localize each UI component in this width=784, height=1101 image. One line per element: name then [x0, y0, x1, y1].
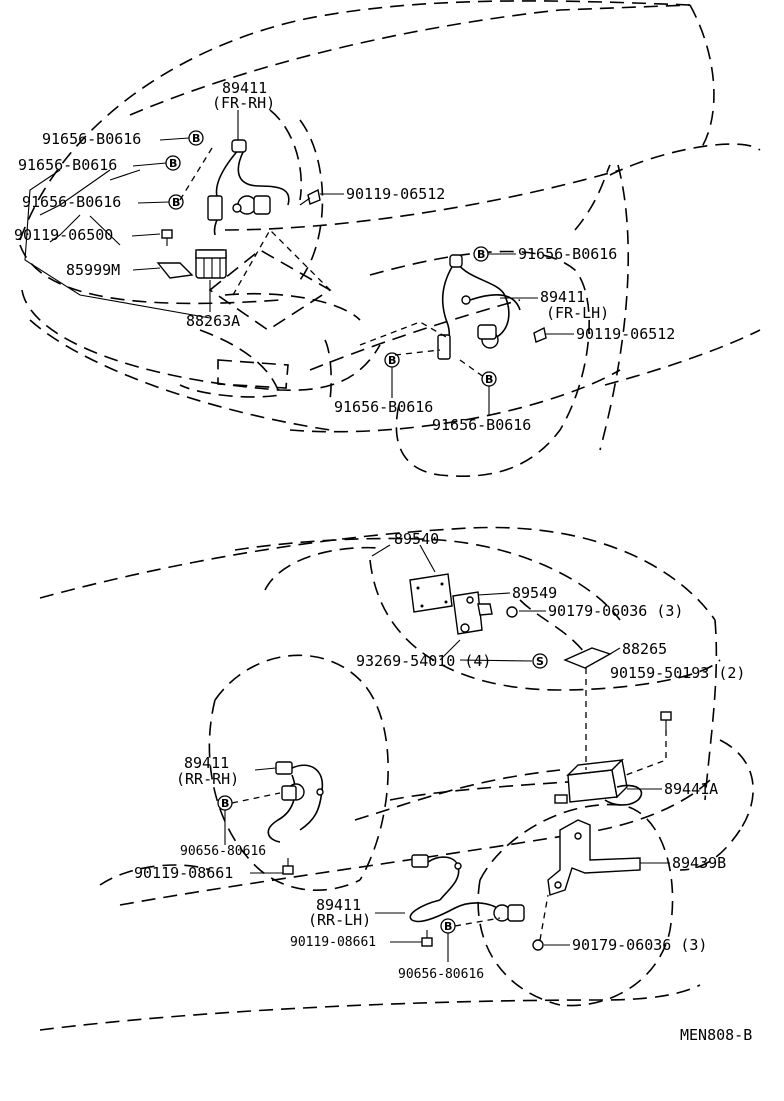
label-clip-2: 91656-B0616: [18, 156, 117, 174]
b-mark-front-5: B: [384, 352, 400, 368]
label-89549: 89549: [512, 584, 557, 602]
rear-dotted-guides: [231, 668, 667, 941]
label-85999M: 85999M: [66, 261, 120, 279]
label-fr-rh: (FR-RH): [212, 94, 275, 112]
label-89411-fr-rh: 89411: [222, 79, 267, 97]
label-bolt-90159-50193: 90159-50193 (2): [610, 664, 745, 682]
rear-hardware-icons: [282, 606, 672, 951]
label-88263A: 88263A: [186, 312, 240, 330]
rear-leader-lines: [224, 544, 670, 962]
svg-text:B: B: [388, 354, 396, 367]
label-clip-1: 91656-B0616: [42, 130, 141, 148]
b-mark-rear-1: B: [217, 795, 233, 811]
label-nut-90179-06036-a: 90179-06036 (3): [548, 602, 683, 620]
label-89540: 89540: [394, 530, 439, 548]
rear-car-outline: [39, 526, 754, 1031]
label-89439B: 89439B: [672, 854, 726, 872]
front-bracket-85999M: [156, 262, 194, 279]
label-clip-4: 91656-B0616: [518, 245, 617, 263]
label-89411-rr-lh: 89411: [316, 896, 361, 914]
front-leader-lines: [24, 110, 574, 416]
label-88265: 88265: [622, 640, 667, 658]
label-clip-90656-80616-rh: 90656-80616: [180, 844, 266, 859]
cover-88265: [563, 647, 612, 669]
label-bolt-90119-06512-rh: 90119-06512: [346, 185, 445, 203]
svg-text:B: B: [169, 157, 177, 170]
s-mark-rear: S: [532, 653, 548, 669]
b-mark-front-6: B: [481, 371, 497, 387]
label-rr-rh: (RR-RH): [176, 770, 239, 788]
label-clip-3: 91656-B0616: [22, 193, 121, 211]
label-bolt-90119-08661-lh: 90119-08661: [290, 935, 376, 950]
svg-text:B: B: [485, 373, 493, 386]
diagram-code: MEN808-B: [680, 1026, 752, 1044]
label-screw-93269-54010: 93269-54010 (4): [356, 652, 491, 670]
rr-rh-speed-sensor: [267, 761, 324, 843]
actuator-89441A: [554, 758, 643, 806]
b-mark-front-2: B: [165, 155, 181, 171]
label-89441A: 89441A: [664, 780, 718, 798]
label-rr-lh: (RR-LH): [308, 911, 371, 929]
bracket-89549: [452, 591, 493, 635]
label-89411-fr-lh: 89411: [540, 288, 585, 306]
label-bolt-90119-08661-rh: 90119-08661: [134, 864, 233, 882]
svg-text:B: B: [444, 920, 452, 933]
label-clip-5: 91656-B0616: [334, 398, 433, 416]
label-fr-lh: (FR-LH): [546, 304, 609, 322]
svg-text:S: S: [536, 655, 544, 668]
b-mark-front-3: B: [168, 194, 184, 210]
svg-text:B: B: [477, 248, 485, 261]
rr-lh-speed-sensor: [409, 854, 525, 923]
label-89411-rr-rh: 89411: [184, 754, 229, 772]
computer-89540: [409, 573, 453, 613]
label-nut-90179-06036-b: 90179-06036 (3): [572, 936, 707, 954]
front-rh-speed-sensor: [207, 139, 290, 236]
front-lh-speed-sensor: [437, 254, 521, 360]
b-mark-rear-2: B: [440, 918, 456, 934]
label-bolt-90119-06500: 90119-06500: [14, 226, 113, 244]
label-clip-90656-80616-lh: 90656-80616: [398, 967, 484, 982]
front-bolt-icons: [161, 188, 547, 343]
b-mark-front-1: B: [188, 130, 204, 146]
front-dotted-guides: [179, 147, 489, 381]
front-relay-88263A: [195, 249, 227, 279]
label-clip-6: 91656-B0616: [432, 416, 531, 434]
front-car-outline: [19, 0, 761, 477]
bracket-89439B: [547, 819, 641, 896]
svg-text:B: B: [221, 797, 229, 810]
label-bolt-90119-06512-lh: 90119-06512: [576, 325, 675, 343]
svg-text:B: B: [172, 196, 180, 209]
svg-text:B: B: [192, 132, 200, 145]
b-mark-front-4: B: [473, 246, 489, 262]
